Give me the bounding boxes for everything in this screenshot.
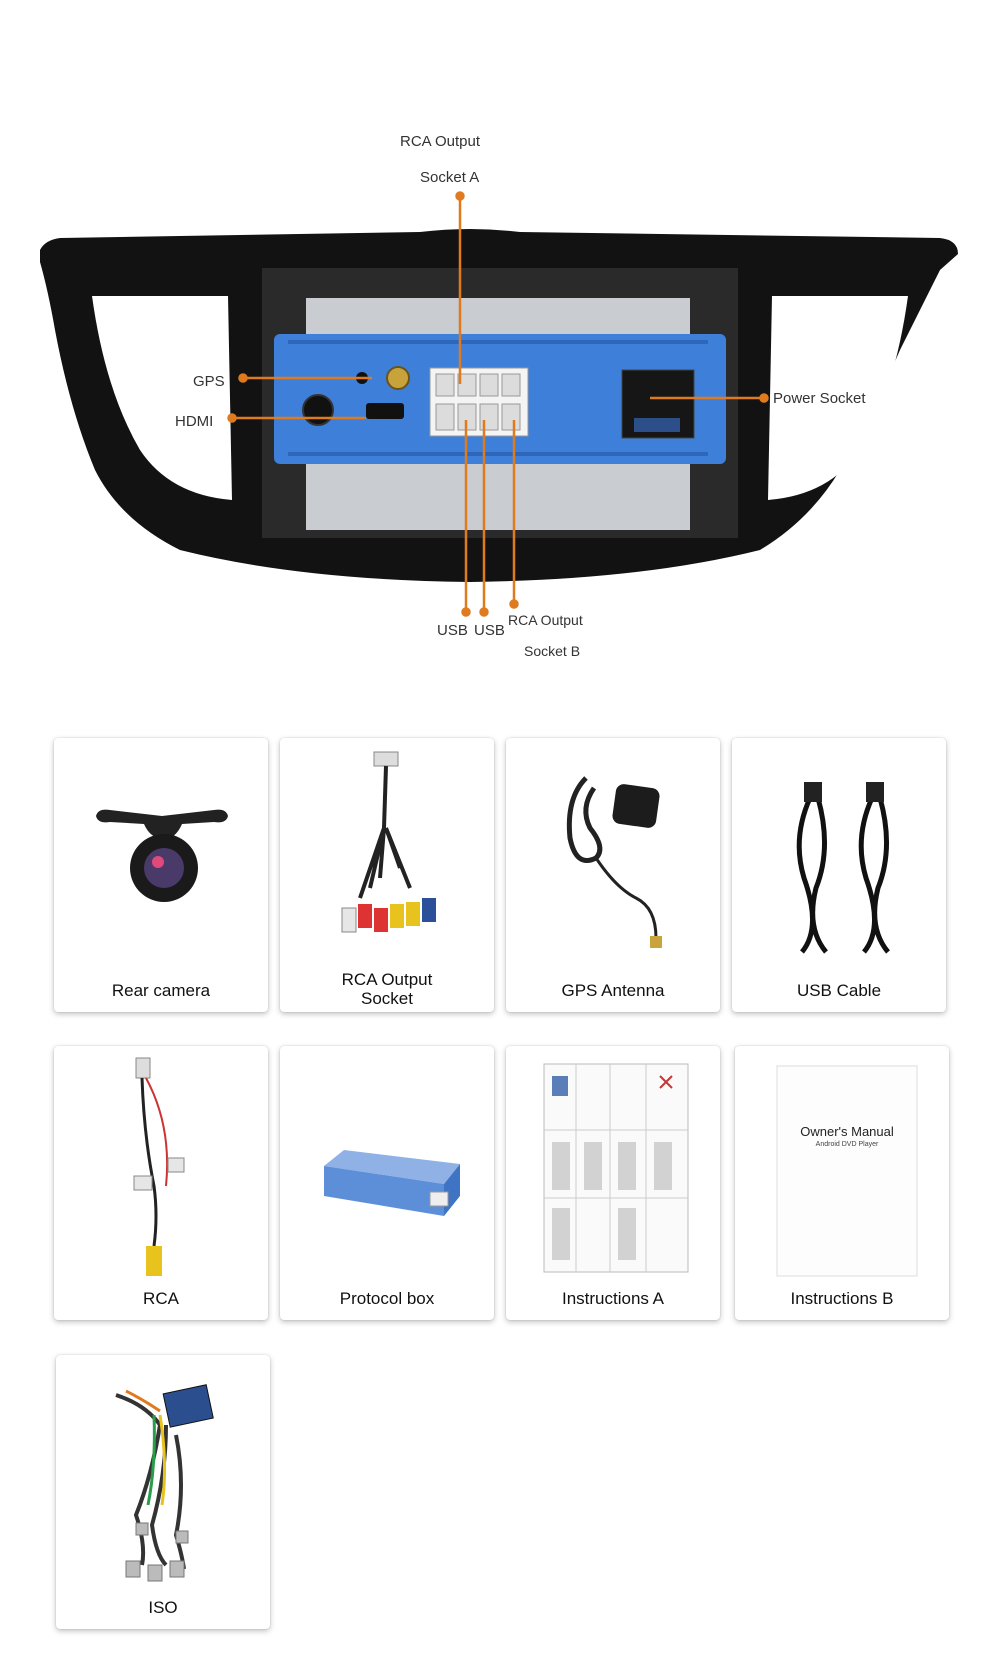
frame-left-cutout	[92, 296, 232, 500]
protocol-box-icon	[324, 1150, 460, 1216]
accessory-label: RCA	[143, 1289, 179, 1308]
callout-hdmi: HDMI	[175, 413, 214, 430]
usb-cable-icon	[796, 782, 890, 954]
accessory-label-line2: Socket	[361, 989, 413, 1008]
gps-antenna-icon	[566, 776, 662, 948]
owners-manual-icon	[776, 1065, 918, 1277]
callout-power-socket: Power Socket	[773, 390, 866, 407]
frame-right-cutout	[768, 296, 908, 500]
callout-rca-output-a-line2: Socket A	[420, 169, 480, 186]
callout-gps: GPS	[193, 373, 225, 390]
accessory-label: Instructions B	[790, 1289, 894, 1308]
rca-connector-icon	[133, 1057, 185, 1276]
head-unit-rear-view	[40, 191, 958, 617]
callout-usb-1: USB	[437, 622, 468, 639]
heatsink-vents	[288, 340, 708, 456]
accessory-card-rca: RCA	[54, 1046, 268, 1320]
instruction-sheet-icon	[543, 1063, 689, 1273]
iso-harness-icon	[115, 1384, 214, 1582]
manual-title: Owner's Manual	[800, 1124, 894, 1139]
accessory-card-protocol-box: Protocol box	[280, 1046, 494, 1320]
hdmi-port	[366, 403, 404, 419]
accessory-card-usb-cable: USB Cable	[732, 738, 946, 1012]
accessory-label-line1: RCA Output	[341, 970, 433, 989]
accessory-card-instructions-b: Owner's Manual Android DVD Player Instru…	[735, 1046, 949, 1320]
callout-rca-output-a-line1: RCA Output	[400, 133, 481, 150]
accessory-label: GPS Antenna	[561, 981, 665, 1000]
accessory-card-gps-antenna: GPS Antenna	[506, 738, 720, 1012]
accessory-card-rear-camera: Rear camera	[54, 738, 268, 1012]
accessory-label: ISO	[148, 1598, 178, 1617]
rca-cable-icon	[341, 751, 436, 933]
rear-camera-icon	[96, 809, 228, 902]
accessory-label: RCA Output Socket	[280, 970, 494, 1008]
callout-usb-2: USB	[474, 622, 505, 639]
accessory-card-instructions-a: Instructions A	[506, 1046, 720, 1320]
callout-rca-output-b-line2: Socket B	[524, 643, 581, 659]
manual-subtitle: Android DVD Player	[815, 1141, 879, 1148]
power-socket-latch	[634, 418, 680, 432]
connection-diagram: RCA Output Socket A GPS HDMI Power Socke…	[0, 0, 1000, 700]
round-port	[302, 394, 334, 426]
gps-socket	[386, 366, 410, 390]
accessory-card-rca-output-socket: RCA Output Socket	[280, 738, 494, 1012]
accessory-label: Instructions A	[561, 1289, 665, 1308]
accessory-label: Protocol box	[339, 1289, 435, 1308]
accessory-label: USB Cable	[796, 981, 882, 1000]
callout-rca-output-b-line1: RCA Output	[508, 612, 583, 628]
callout-lines	[227, 191, 769, 617]
accessory-card-iso: ISO	[56, 1355, 270, 1629]
accessory-label: Rear camera	[111, 981, 211, 1000]
